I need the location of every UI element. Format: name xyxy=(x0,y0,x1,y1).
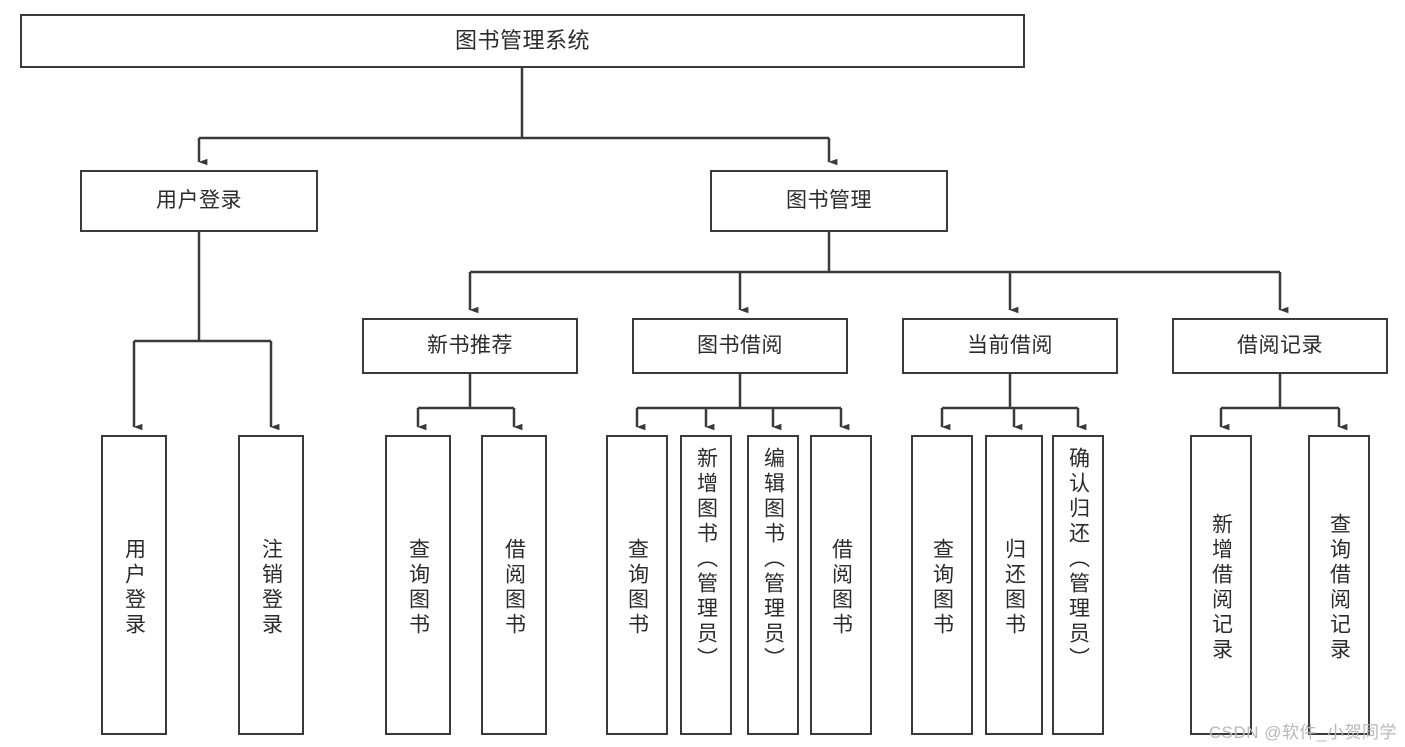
node-book-manage[interactable]: 图书管理 xyxy=(710,170,948,232)
node-root-system[interactable]: 图书管理系统 xyxy=(20,14,1025,68)
leaf-query-book-recommend[interactable]: 查询图书 xyxy=(385,435,451,735)
node-label-user-login: 用户登录 xyxy=(156,189,242,213)
connector-book-manage-to-level3 xyxy=(468,232,1289,314)
leaf-borrow-book-borrow[interactable]: 借阅图书 xyxy=(810,435,872,735)
leaf-label-add-book-admin: 新增图书（管理员） xyxy=(694,447,718,672)
leaf-query-borrow-record[interactable]: 查询借阅记录 xyxy=(1308,435,1370,735)
connector-current-borrow-to-leaves xyxy=(940,374,1087,431)
connector-book-borrow-to-leaves xyxy=(635,374,850,431)
connector-root-to-level2 xyxy=(197,68,838,166)
leaf-edit-book-admin[interactable]: 编辑图书（管理员） xyxy=(747,435,799,735)
leaf-label-user-logout: 注销登录 xyxy=(259,538,283,638)
node-label-book-manage: 图书管理 xyxy=(786,189,872,213)
node-label-book-borrow: 图书借阅 xyxy=(697,334,783,358)
leaf-confirm-return-admin[interactable]: 确认归还（管理员） xyxy=(1052,435,1104,735)
node-label-new-book-recommend: 新书推荐 xyxy=(427,334,513,358)
node-user-login[interactable]: 用户登录 xyxy=(80,170,318,232)
connector-user-login-to-leaves xyxy=(132,232,280,431)
leaf-return-book[interactable]: 归还图书 xyxy=(985,435,1043,735)
watermark-text: CSDN @软件_小贺同学 xyxy=(1208,723,1397,742)
leaf-label-add-borrow-record: 新增借阅记录 xyxy=(1209,513,1233,663)
node-label-borrow-record: 借阅记录 xyxy=(1237,334,1323,358)
connector-borrow-record-to-leaves xyxy=(1219,374,1348,431)
leaf-borrow-book-recommend[interactable]: 借阅图书 xyxy=(481,435,547,735)
leaf-label-borrow-book-recommend: 借阅图书 xyxy=(502,538,526,638)
leaf-label-edit-book-admin: 编辑图书（管理员） xyxy=(761,447,785,672)
leaf-label-user-login: 用户登录 xyxy=(122,538,146,638)
leaf-label-borrow-book-borrow: 借阅图书 xyxy=(829,538,853,638)
node-label-root: 图书管理系统 xyxy=(454,27,590,53)
leaf-label-query-book-recommend: 查询图书 xyxy=(406,538,430,638)
leaf-add-borrow-record[interactable]: 新增借阅记录 xyxy=(1190,435,1252,735)
node-current-borrow[interactable]: 当前借阅 xyxy=(902,318,1118,374)
leaf-label-query-borrow-record: 查询借阅记录 xyxy=(1327,513,1351,663)
leaf-label-query-book-borrow: 查询图书 xyxy=(625,538,649,638)
node-book-borrow[interactable]: 图书借阅 xyxy=(632,318,848,374)
leaf-label-query-book-current: 查询图书 xyxy=(930,538,954,638)
leaf-label-return-book: 归还图书 xyxy=(1002,538,1026,638)
node-borrow-record[interactable]: 借阅记录 xyxy=(1172,318,1388,374)
leaf-label-confirm-return-admin: 确认归还（管理员） xyxy=(1066,447,1090,672)
node-new-book-recommend[interactable]: 新书推荐 xyxy=(362,318,578,374)
connector-new-book-recommend-to-leaves xyxy=(416,374,523,431)
leaf-query-book-current[interactable]: 查询图书 xyxy=(911,435,973,735)
leaf-query-book-borrow[interactable]: 查询图书 xyxy=(606,435,668,735)
leaf-user-login[interactable]: 用户登录 xyxy=(101,435,167,735)
leaf-add-book-admin[interactable]: 新增图书（管理员） xyxy=(680,435,732,735)
node-label-current-borrow: 当前借阅 xyxy=(967,334,1053,358)
leaf-user-logout[interactable]: 注销登录 xyxy=(238,435,304,735)
